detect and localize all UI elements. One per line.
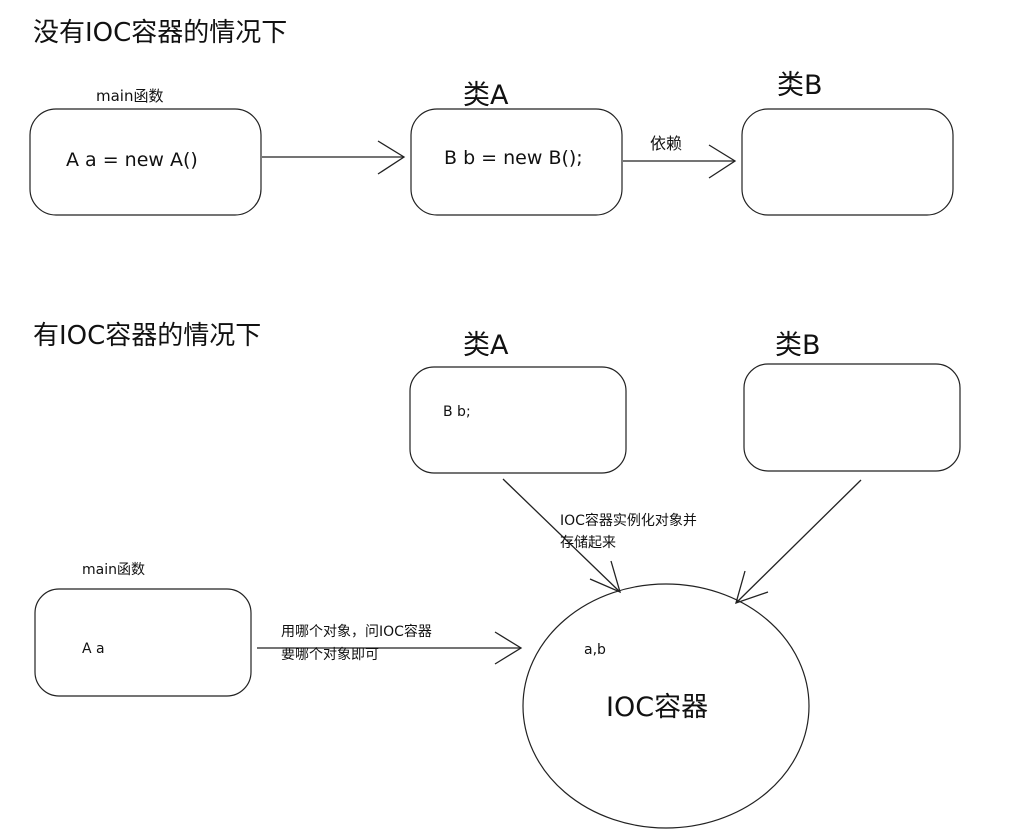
bottom-classB-box [743,363,961,472]
top-classB-box [741,108,954,216]
top-main-code: A a = new A() [66,149,198,171]
instantiate-note-line2: 存储起来 [560,535,616,551]
bottom-arrow-classA-to-container [502,478,622,594]
container-contents: a,b [584,642,606,658]
top-classA-label: 类A [463,80,509,111]
top-classA-code: B b = new B(); [444,147,583,169]
ioc-container-ellipse [522,583,810,829]
top-arrow-main-to-classA [262,140,406,175]
bottom-classA-label: 类A [463,330,509,361]
ioc-container-label: IOC容器 [606,692,709,723]
instantiate-note-line1: IOC容器实例化对象并 [560,513,697,529]
bottom-arrow-main-to-container [257,631,523,665]
top-main-label: main函数 [96,87,164,105]
bottom-arrow-classB-to-container [735,479,862,605]
request-note-line2: 要哪个对象即可 [281,647,379,663]
top-main-box [29,108,262,216]
bottom-main-label: main函数 [82,562,145,578]
top-arrow-classA-to-classB [623,144,737,179]
bottom-main-code: A a [82,641,105,657]
bottom-main-box [34,588,252,697]
top-dependency-label: 依赖 [650,134,683,153]
bottom-classA-box [409,366,627,474]
top-classA-box [410,108,623,216]
request-note-line1: 用哪个对象，问IOC容器 [281,624,432,640]
top-classB-label: 类B [777,70,823,101]
bottom-classB-label: 类B [775,330,821,361]
section-title-without-ioc: 没有IOC容器的情况下 [33,18,288,48]
section-title-with-ioc: 有IOC容器的情况下 [33,321,262,351]
bottom-classA-code: B b; [443,404,471,420]
